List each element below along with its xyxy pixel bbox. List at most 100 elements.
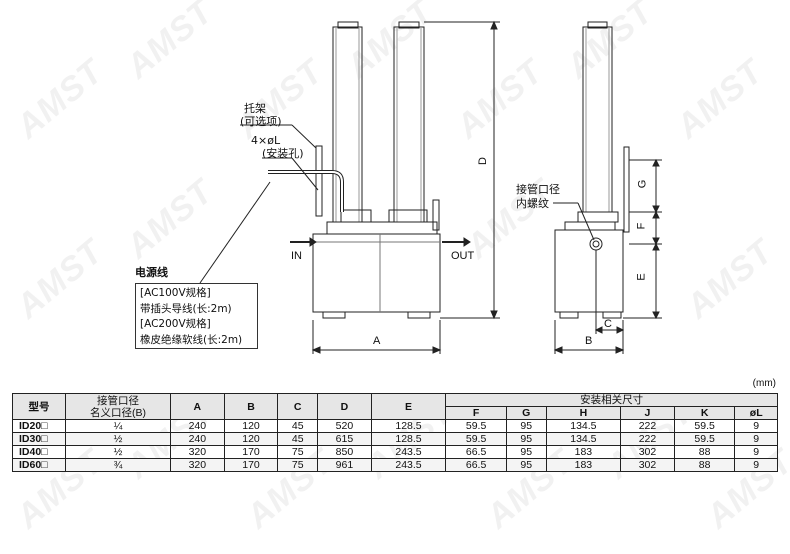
cell-port: ½ — [65, 432, 171, 446]
cell-a: 320 — [170, 458, 225, 472]
cell-c: 75 — [277, 458, 319, 472]
cell-l: 9 — [734, 432, 778, 446]
table-row: ID30□ ½ 240 120 45 615 128.5 59.5 95 134… — [12, 432, 778, 446]
left-column — [332, 26, 363, 223]
cell-j: 222 — [620, 432, 675, 446]
th-mount: 安装相关尺寸 — [445, 393, 778, 407]
dim-a-label: A — [373, 335, 381, 347]
cell-g: 95 — [505, 432, 547, 446]
cell-h: 183 — [545, 445, 622, 459]
cell-model: ID30□ — [12, 432, 66, 446]
power-line: 带插头导线(长:2m) — [140, 302, 232, 315]
cell-c: 45 — [277, 419, 319, 433]
th-l: øL — [734, 406, 778, 420]
dim-g-label: G — [636, 179, 649, 189]
right-column — [393, 26, 425, 223]
th-h: H — [545, 406, 622, 420]
th-f: F — [445, 406, 507, 420]
th-port: 接管口径 名义口径(B) — [65, 393, 171, 420]
cell-port: ¾ — [65, 458, 171, 472]
cell-k: 59.5 — [673, 432, 736, 446]
port-thread-label: 内螺纹 — [516, 197, 549, 210]
cell-f: 66.5 — [445, 445, 507, 459]
cell-model: ID40□ — [12, 445, 66, 459]
cell-e: 128.5 — [370, 419, 447, 433]
power-title: 电源线 — [135, 266, 168, 279]
cell-port: ½ — [65, 445, 171, 459]
cell-k: 88 — [673, 445, 736, 459]
unit-label: (mm) — [752, 378, 776, 389]
hole-label: 4×øL — [251, 134, 281, 147]
power-line: [AC200V规格] — [140, 318, 211, 330]
bracket-optional-label: (可选项) — [240, 115, 282, 128]
dim-c-label: C — [604, 318, 612, 330]
power-line: 橡皮绝缘软线(长:2m) — [140, 333, 243, 346]
cell-c: 75 — [277, 445, 319, 459]
dim-f-label: F — [635, 222, 648, 230]
cell-b: 120 — [223, 419, 279, 433]
th-j: J — [620, 406, 675, 420]
dim-e-label: E — [635, 273, 648, 281]
cell-g: 95 — [505, 458, 547, 472]
th-model: 型号 — [12, 393, 66, 420]
hole-note-label: (安装孔) — [262, 147, 304, 160]
th-b: B — [223, 393, 279, 420]
cell-model: ID20□ — [12, 419, 66, 433]
cell-h: 134.5 — [545, 419, 622, 433]
cell-j: 302 — [620, 458, 675, 472]
cell-b: 170 — [223, 445, 279, 459]
cell-d: 520 — [317, 419, 372, 433]
cell-f: 59.5 — [445, 432, 507, 446]
dim-d-label: D — [476, 157, 489, 165]
table-row: ID60□ ¾ 320 170 75 961 243.5 66.5 95 183… — [12, 458, 778, 472]
cell-f: 59.5 — [445, 419, 507, 433]
cell-model: ID60□ — [12, 458, 66, 472]
cell-b: 170 — [223, 458, 279, 472]
th-k: K — [673, 406, 736, 420]
cell-d: 961 — [317, 458, 372, 472]
main-body — [312, 233, 441, 313]
cell-g: 95 — [505, 445, 547, 459]
out-label: OUT — [451, 250, 475, 262]
th-c: C — [277, 393, 319, 420]
power-line: [AC100V规格] — [140, 287, 211, 299]
bracket-label: 托架 — [244, 102, 266, 115]
cell-a: 320 — [170, 445, 225, 459]
cell-e: 243.5 — [370, 445, 447, 459]
cell-g: 95 — [505, 419, 547, 433]
cell-a: 240 — [170, 419, 225, 433]
cell-a: 240 — [170, 432, 225, 446]
th-g: G — [505, 406, 547, 420]
cell-j: 302 — [620, 445, 675, 459]
cell-h: 183 — [545, 458, 622, 472]
cell-f: 66.5 — [445, 458, 507, 472]
cell-k: 88 — [673, 458, 736, 472]
cell-l: 9 — [734, 458, 778, 472]
technical-drawing — [199, 20, 662, 354]
cell-port: ¼ — [65, 419, 171, 433]
cell-e: 128.5 — [370, 432, 447, 446]
cell-h: 134.5 — [545, 432, 622, 446]
power-spec-box: [AC100V规格] 带插头导线(长:2m) [AC200V规格] 橡皮绝缘软线… — [135, 283, 258, 349]
side-column — [582, 26, 613, 213]
cell-b: 120 — [223, 432, 279, 446]
th-a: A — [170, 393, 225, 420]
cell-d: 850 — [317, 445, 372, 459]
th-d: D — [317, 393, 372, 420]
in-label: IN — [291, 250, 302, 262]
port-circle — [589, 237, 603, 251]
cell-j: 222 — [620, 419, 675, 433]
table-row: ID20□ ¼ 240 120 45 520 128.5 59.5 95 134… — [12, 419, 778, 433]
th-e: E — [370, 393, 447, 420]
cell-e: 243.5 — [370, 458, 447, 472]
port-label: 接管口径 — [516, 183, 560, 196]
cell-c: 45 — [277, 432, 319, 446]
cell-k: 59.5 — [673, 419, 736, 433]
side-body — [554, 229, 624, 313]
spec-table: 型号 接管口径 名义口径(B) A B C D E 安装相关尺寸 F G H J… — [12, 393, 778, 472]
dim-b-label: B — [585, 335, 593, 347]
cell-l: 9 — [734, 419, 778, 433]
cell-l: 9 — [734, 445, 778, 459]
table-row: ID40□ ½ 320 170 75 850 243.5 66.5 95 183… — [12, 445, 778, 459]
cell-d: 615 — [317, 432, 372, 446]
